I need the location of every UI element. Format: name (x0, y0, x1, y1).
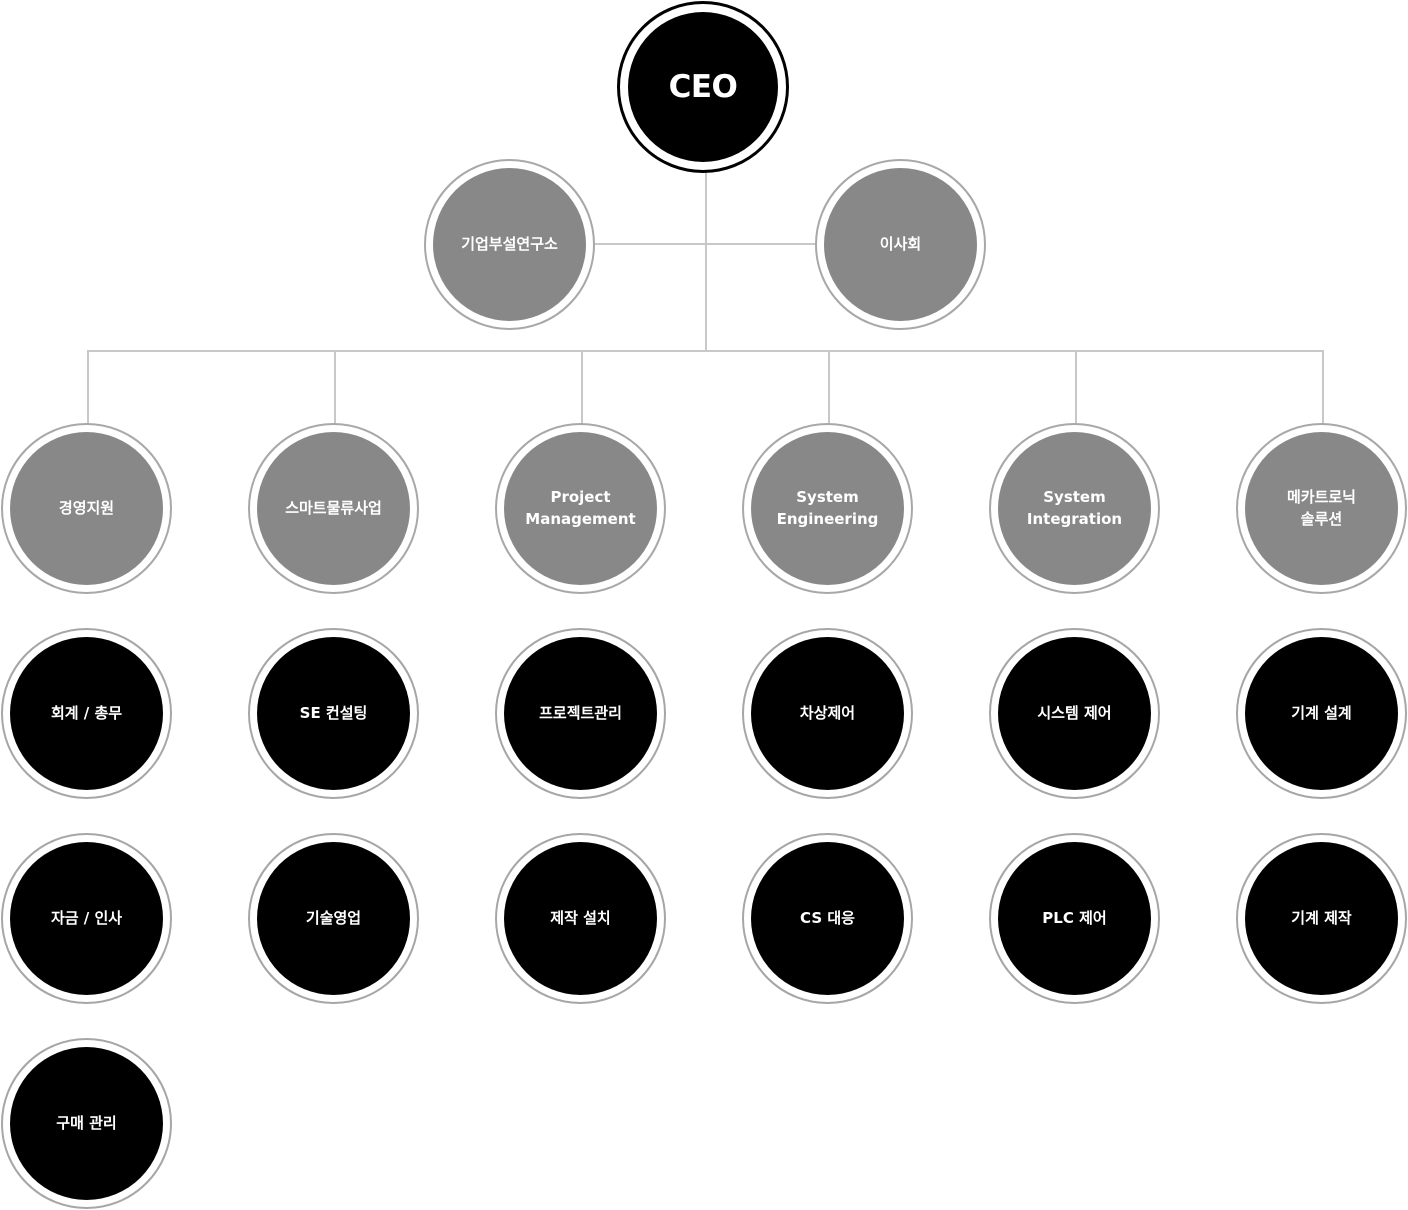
department-node-smart-logistics[interactable]: 스마트물류사업 (248, 423, 419, 594)
department-node-project-management[interactable]: Project Management (495, 423, 666, 594)
department-label: 스마트물류사업 (285, 498, 382, 517)
team-label: PLC 제어 (1042, 908, 1107, 927)
team-node[interactable]: 시스템 제어 (989, 628, 1160, 799)
department-label: 경영지원 (58, 498, 115, 517)
research-institute-node[interactable]: 기업부설연구소 (424, 159, 595, 330)
team-label: 자금 / 인사 (50, 908, 123, 927)
team-node[interactable]: 자금 / 인사 (1, 833, 172, 1004)
team-node[interactable]: 회계 / 총무 (1, 628, 172, 799)
team-label: 회계 / 총무 (50, 703, 123, 722)
department-node-mechatronics[interactable]: 메카트로닉 솔루션 (1236, 423, 1407, 594)
department-node-management-support[interactable]: 경영지원 (1, 423, 172, 594)
team-node[interactable]: 차상제어 (742, 628, 913, 799)
ceo-node[interactable]: CEO (617, 1, 789, 173)
department-bus-line (87, 350, 1324, 352)
team-label: 프로젝트관리 (539, 703, 622, 722)
team-label: 차상제어 (799, 703, 856, 722)
team-label: SE 컨설팅 (299, 703, 368, 722)
team-node[interactable]: 구매 관리 (1, 1038, 172, 1209)
team-label: 제작 설치 (550, 908, 611, 927)
department-drop-line-6 (1322, 350, 1324, 424)
team-label: 기계 제작 (1291, 908, 1352, 927)
team-label: 기술영업 (305, 908, 362, 927)
team-label: CS 대응 (800, 908, 855, 927)
board-of-directors-node[interactable]: 이사회 (815, 159, 986, 330)
team-node[interactable]: 기계 제작 (1236, 833, 1407, 1004)
team-node[interactable]: 제작 설치 (495, 833, 666, 1004)
department-drop-line-5 (1075, 350, 1077, 424)
department-drop-line-3 (581, 350, 583, 424)
research-institute-label: 기업부설연구소 (461, 234, 558, 253)
team-label: 시스템 제어 (1037, 703, 1112, 722)
team-label: 기계 설계 (1291, 703, 1352, 722)
department-label: System Engineering (776, 487, 879, 528)
department-node-system-integration[interactable]: System Integration (989, 423, 1160, 594)
department-drop-line-4 (828, 350, 830, 424)
team-node[interactable]: PLC 제어 (989, 833, 1160, 1004)
department-label: 메카트로닉 솔루션 (1286, 487, 1356, 528)
department-label: Project Management (525, 487, 636, 528)
team-node[interactable]: CS 대응 (742, 833, 913, 1004)
advisor-link-line (594, 243, 816, 245)
team-label: 구매 관리 (56, 1113, 117, 1132)
department-node-system-engineering[interactable]: System Engineering (742, 423, 913, 594)
team-node[interactable]: SE 컨설팅 (248, 628, 419, 799)
team-node[interactable]: 기계 설계 (1236, 628, 1407, 799)
team-node[interactable]: 프로젝트관리 (495, 628, 666, 799)
department-label: System Integration (1026, 487, 1123, 528)
ceo-disc: CEO (628, 12, 778, 162)
ceo-trunk-line (705, 170, 707, 351)
ceo-label: CEO (668, 68, 738, 105)
department-drop-line-2 (334, 350, 336, 424)
board-of-directors-label: 이사회 (879, 234, 922, 253)
department-drop-line-1 (87, 350, 89, 424)
team-node[interactable]: 기술영업 (248, 833, 419, 1004)
